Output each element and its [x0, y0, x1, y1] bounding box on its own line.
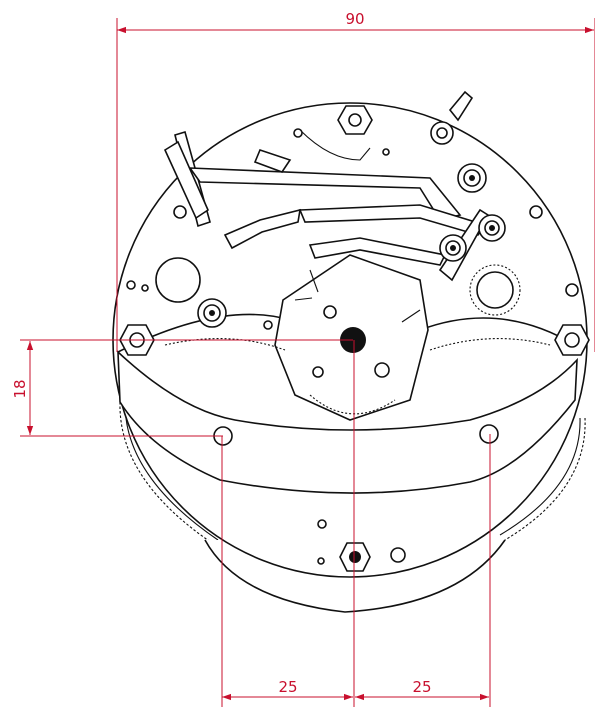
jewel-screws [197, 121, 506, 328]
movement-body [112, 90, 590, 613]
right-mounting-hole [479, 424, 499, 444]
center-wheel [274, 254, 429, 421]
small-gear-left [155, 257, 201, 303]
small-gear-right [469, 264, 521, 316]
small-gear-right-hub [476, 271, 514, 309]
vertical-offset-label: 18 [11, 379, 29, 398]
right-spacing-label: 25 [412, 678, 431, 696]
left-spacing-label: 25 [278, 678, 297, 696]
overall-width-label: 90 [345, 10, 364, 28]
dimension-lines: 90 18 25 25 [11, 10, 595, 707]
right-inner-teeth [429, 338, 551, 351]
hex-nuts [119, 105, 590, 572]
right-rim-gear [499, 417, 586, 541]
bridge-band [117, 350, 578, 494]
left-inner-teeth [164, 338, 286, 351]
